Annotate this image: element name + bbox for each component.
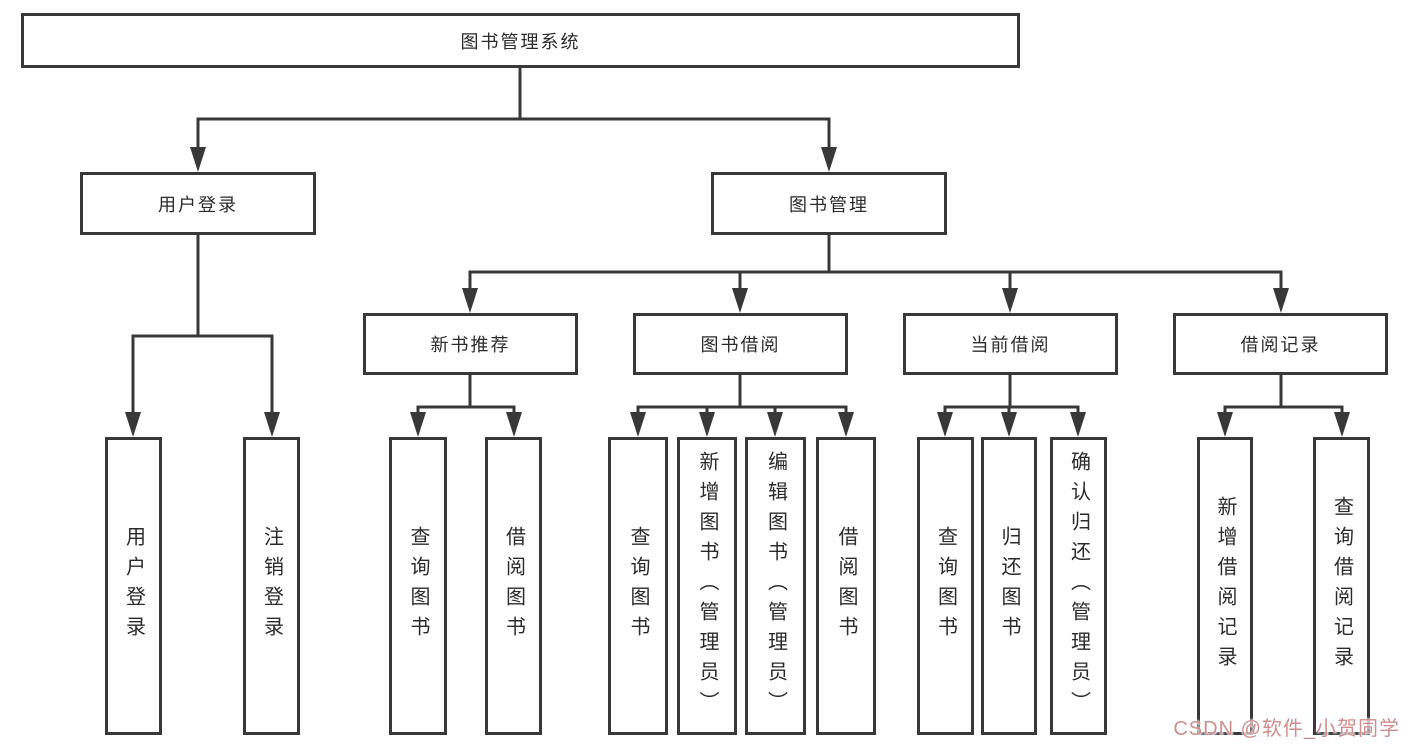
leaf-add-books-admin: 新增图书（管理员） (677, 437, 737, 735)
leaf-search-books-current: 查询图书 (917, 437, 974, 735)
node-label: 新书推荐 (430, 335, 511, 355)
leaf-search-books-recommend: 查询图书 (389, 437, 447, 735)
leaf-edit-books-admin: 编辑图书（管理员） (745, 437, 806, 735)
node-label: 查询图书 (934, 526, 957, 646)
arrowheads (125, 147, 1350, 437)
node-label: 图书管理系统 (460, 31, 581, 52)
node-label: 借阅图书 (502, 526, 525, 646)
csdn-watermark: CSDN @软件_小贺同学 (1173, 718, 1400, 740)
node-label: 新增图书（管理员） (696, 451, 718, 721)
node-label: 当前借阅 (970, 335, 1051, 355)
leaf-logout-login: 注销登录 (243, 437, 300, 735)
node-label: 查询图书 (407, 526, 429, 646)
node-label: 查询图书 (627, 526, 649, 646)
node-label: 借阅记录 (1240, 335, 1321, 355)
node-label: 注销登录 (260, 526, 283, 646)
node-label: 用户登录 (122, 526, 145, 646)
node-label: 新增借阅记录 (1214, 496, 1236, 676)
node-current-borrowing: 当前借阅 (903, 313, 1118, 375)
leaf-confirm-return-admin: 确认归还（管理员） (1050, 437, 1107, 735)
leaf-search-borrow-record: 查询借阅记录 (1313, 437, 1370, 735)
leaf-borrow-books-borrow: 借阅图书 (816, 437, 876, 735)
node-label: 图书管理 (789, 194, 869, 215)
node-label: 图书借阅 (700, 335, 781, 355)
node-book-borrowing: 图书借阅 (633, 313, 848, 375)
node-label: 用户登录 (158, 194, 238, 215)
leaf-return-books: 归还图书 (981, 437, 1037, 735)
node-label: 确认归还（管理员） (1067, 451, 1090, 721)
node-label: 编辑图书（管理员） (764, 451, 787, 721)
node-library-management-system: 图书管理系统 (21, 13, 1020, 68)
node-label: 归还图书 (998, 526, 1020, 646)
node-label: 查询借阅记录 (1330, 496, 1353, 676)
node-book-management: 图书管理 (711, 172, 947, 235)
node-label: 借阅图书 (835, 526, 857, 646)
node-new-book-recommendation: 新书推荐 (363, 313, 578, 375)
leaf-add-borrow-record: 新增借阅记录 (1197, 437, 1253, 735)
node-user-login: 用户登录 (80, 172, 316, 235)
node-borrowing-records: 借阅记录 (1173, 313, 1388, 375)
leaf-borrow-books-recommend: 借阅图书 (485, 437, 542, 735)
leaf-user-login: 用户登录 (105, 437, 162, 735)
leaf-search-books-borrow: 查询图书 (608, 437, 668, 735)
